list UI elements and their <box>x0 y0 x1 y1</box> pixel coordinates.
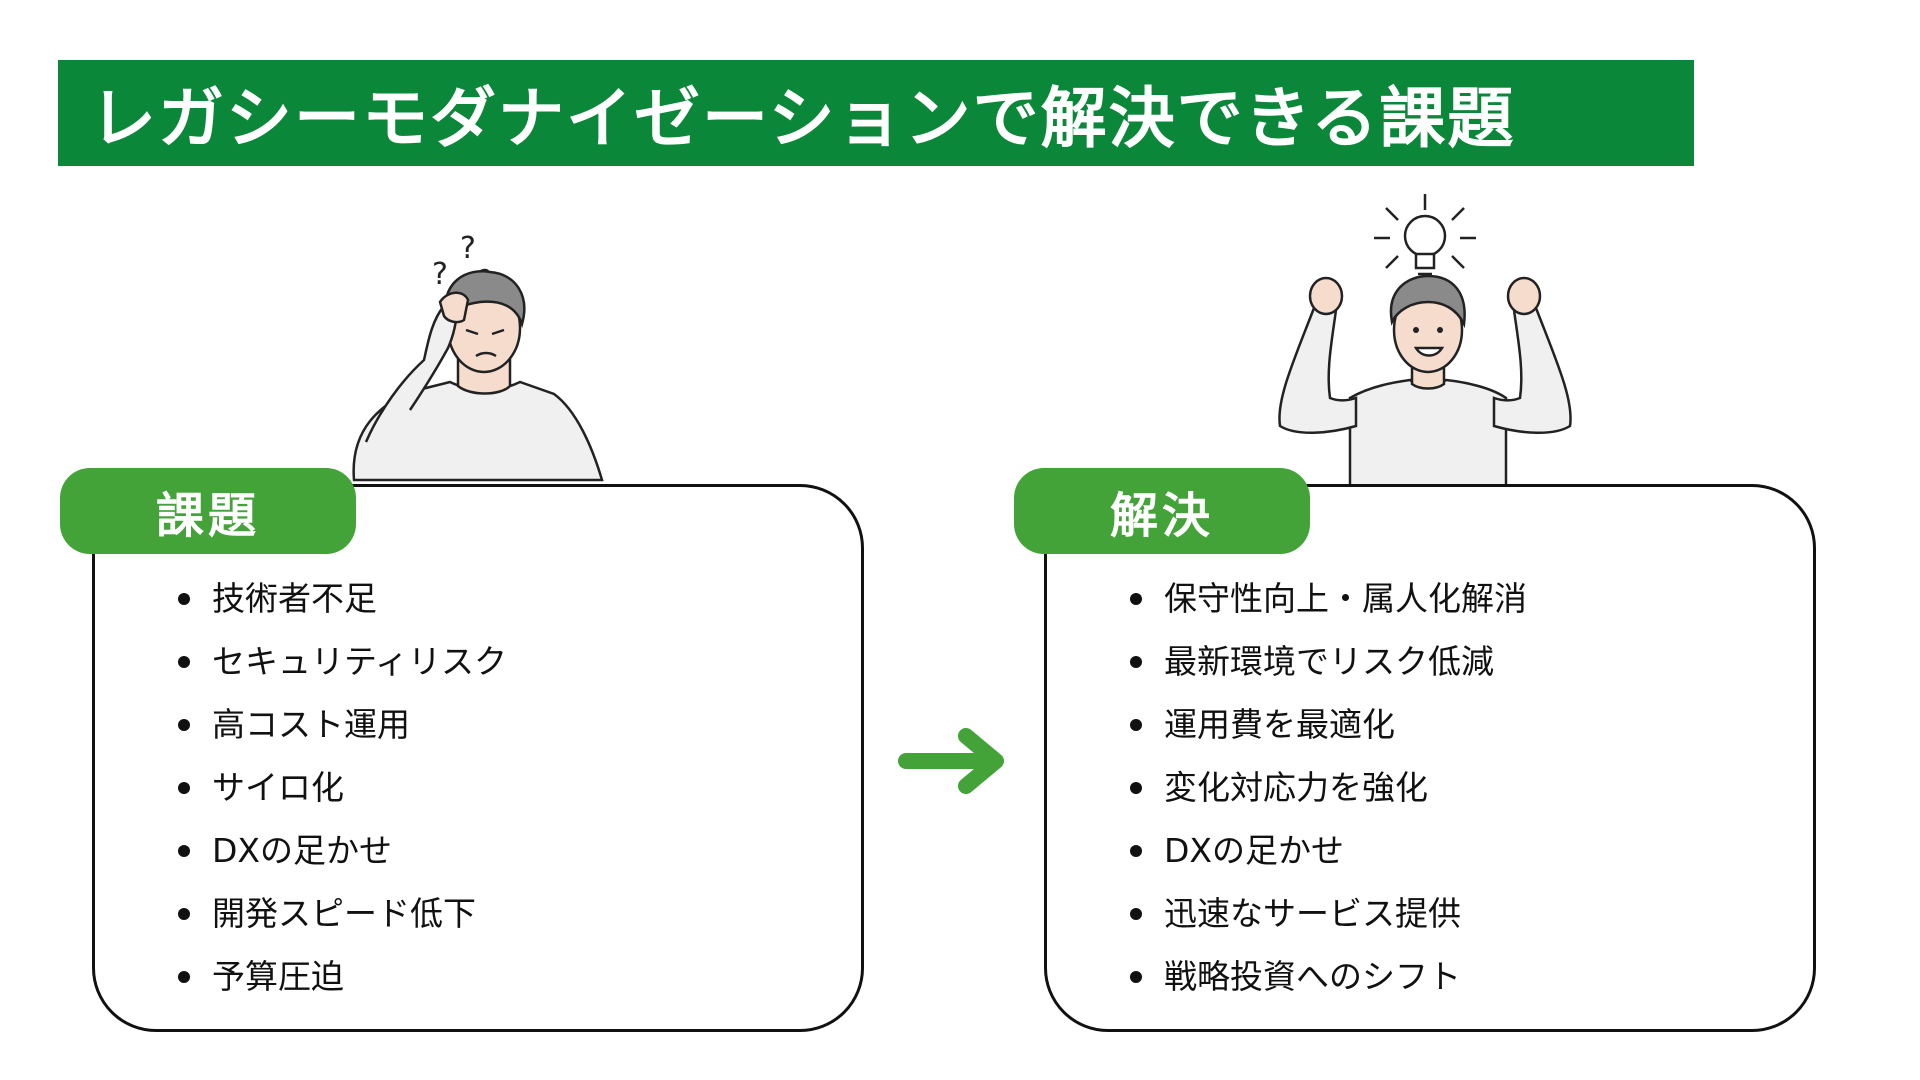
list-item: DXの足かせ <box>174 828 507 891</box>
page-title: レガシーモダナイゼーションで解決できる課題 <box>90 80 1516 157</box>
list-item: 高コスト運用 <box>174 702 507 765</box>
list-item: 迅速なサービス提供 <box>1126 891 1527 954</box>
right-arrow-icon <box>898 728 1004 794</box>
list-item: セキュリティリスク <box>174 639 507 702</box>
list-item: 変化対応力を強化 <box>1126 765 1527 828</box>
list-item: サイロ化 <box>174 765 507 828</box>
list-item: DXの足かせ <box>1126 828 1527 891</box>
list-item: 運用費を最適化 <box>1126 702 1527 765</box>
list-item: 予算圧迫 <box>174 954 507 1017</box>
title-banner: レガシーモダナイゼーションで解決できる課題 <box>58 60 1694 166</box>
challenges-list: 技術者不足 セキュリティリスク 高コスト運用 サイロ化 DXの足かせ 開発スピー… <box>174 576 507 1017</box>
confused-man-icon: ? ? ? <box>352 231 604 482</box>
list-item: 最新環境でリスク低減 <box>1126 639 1527 702</box>
challenges-panel <box>92 484 864 1032</box>
svg-text:?: ? <box>432 257 448 292</box>
solutions-list: 保守性向上・属人化解消 最新環境でリスク低減 運用費を最適化 変化対応力を強化 … <box>1126 576 1527 1017</box>
challenges-tab-label: 課題 <box>60 468 356 554</box>
happy-man-lightbulb-icon <box>1278 194 1572 486</box>
svg-text:?: ? <box>460 231 476 266</box>
list-item: 保守性向上・属人化解消 <box>1126 576 1527 639</box>
solutions-tab-label: 解決 <box>1014 468 1310 554</box>
list-item: 技術者不足 <box>174 576 507 639</box>
list-item: 戦略投資へのシフト <box>1126 954 1527 1017</box>
list-item: 開発スピード低下 <box>174 891 507 954</box>
solutions-panel <box>1044 484 1816 1032</box>
